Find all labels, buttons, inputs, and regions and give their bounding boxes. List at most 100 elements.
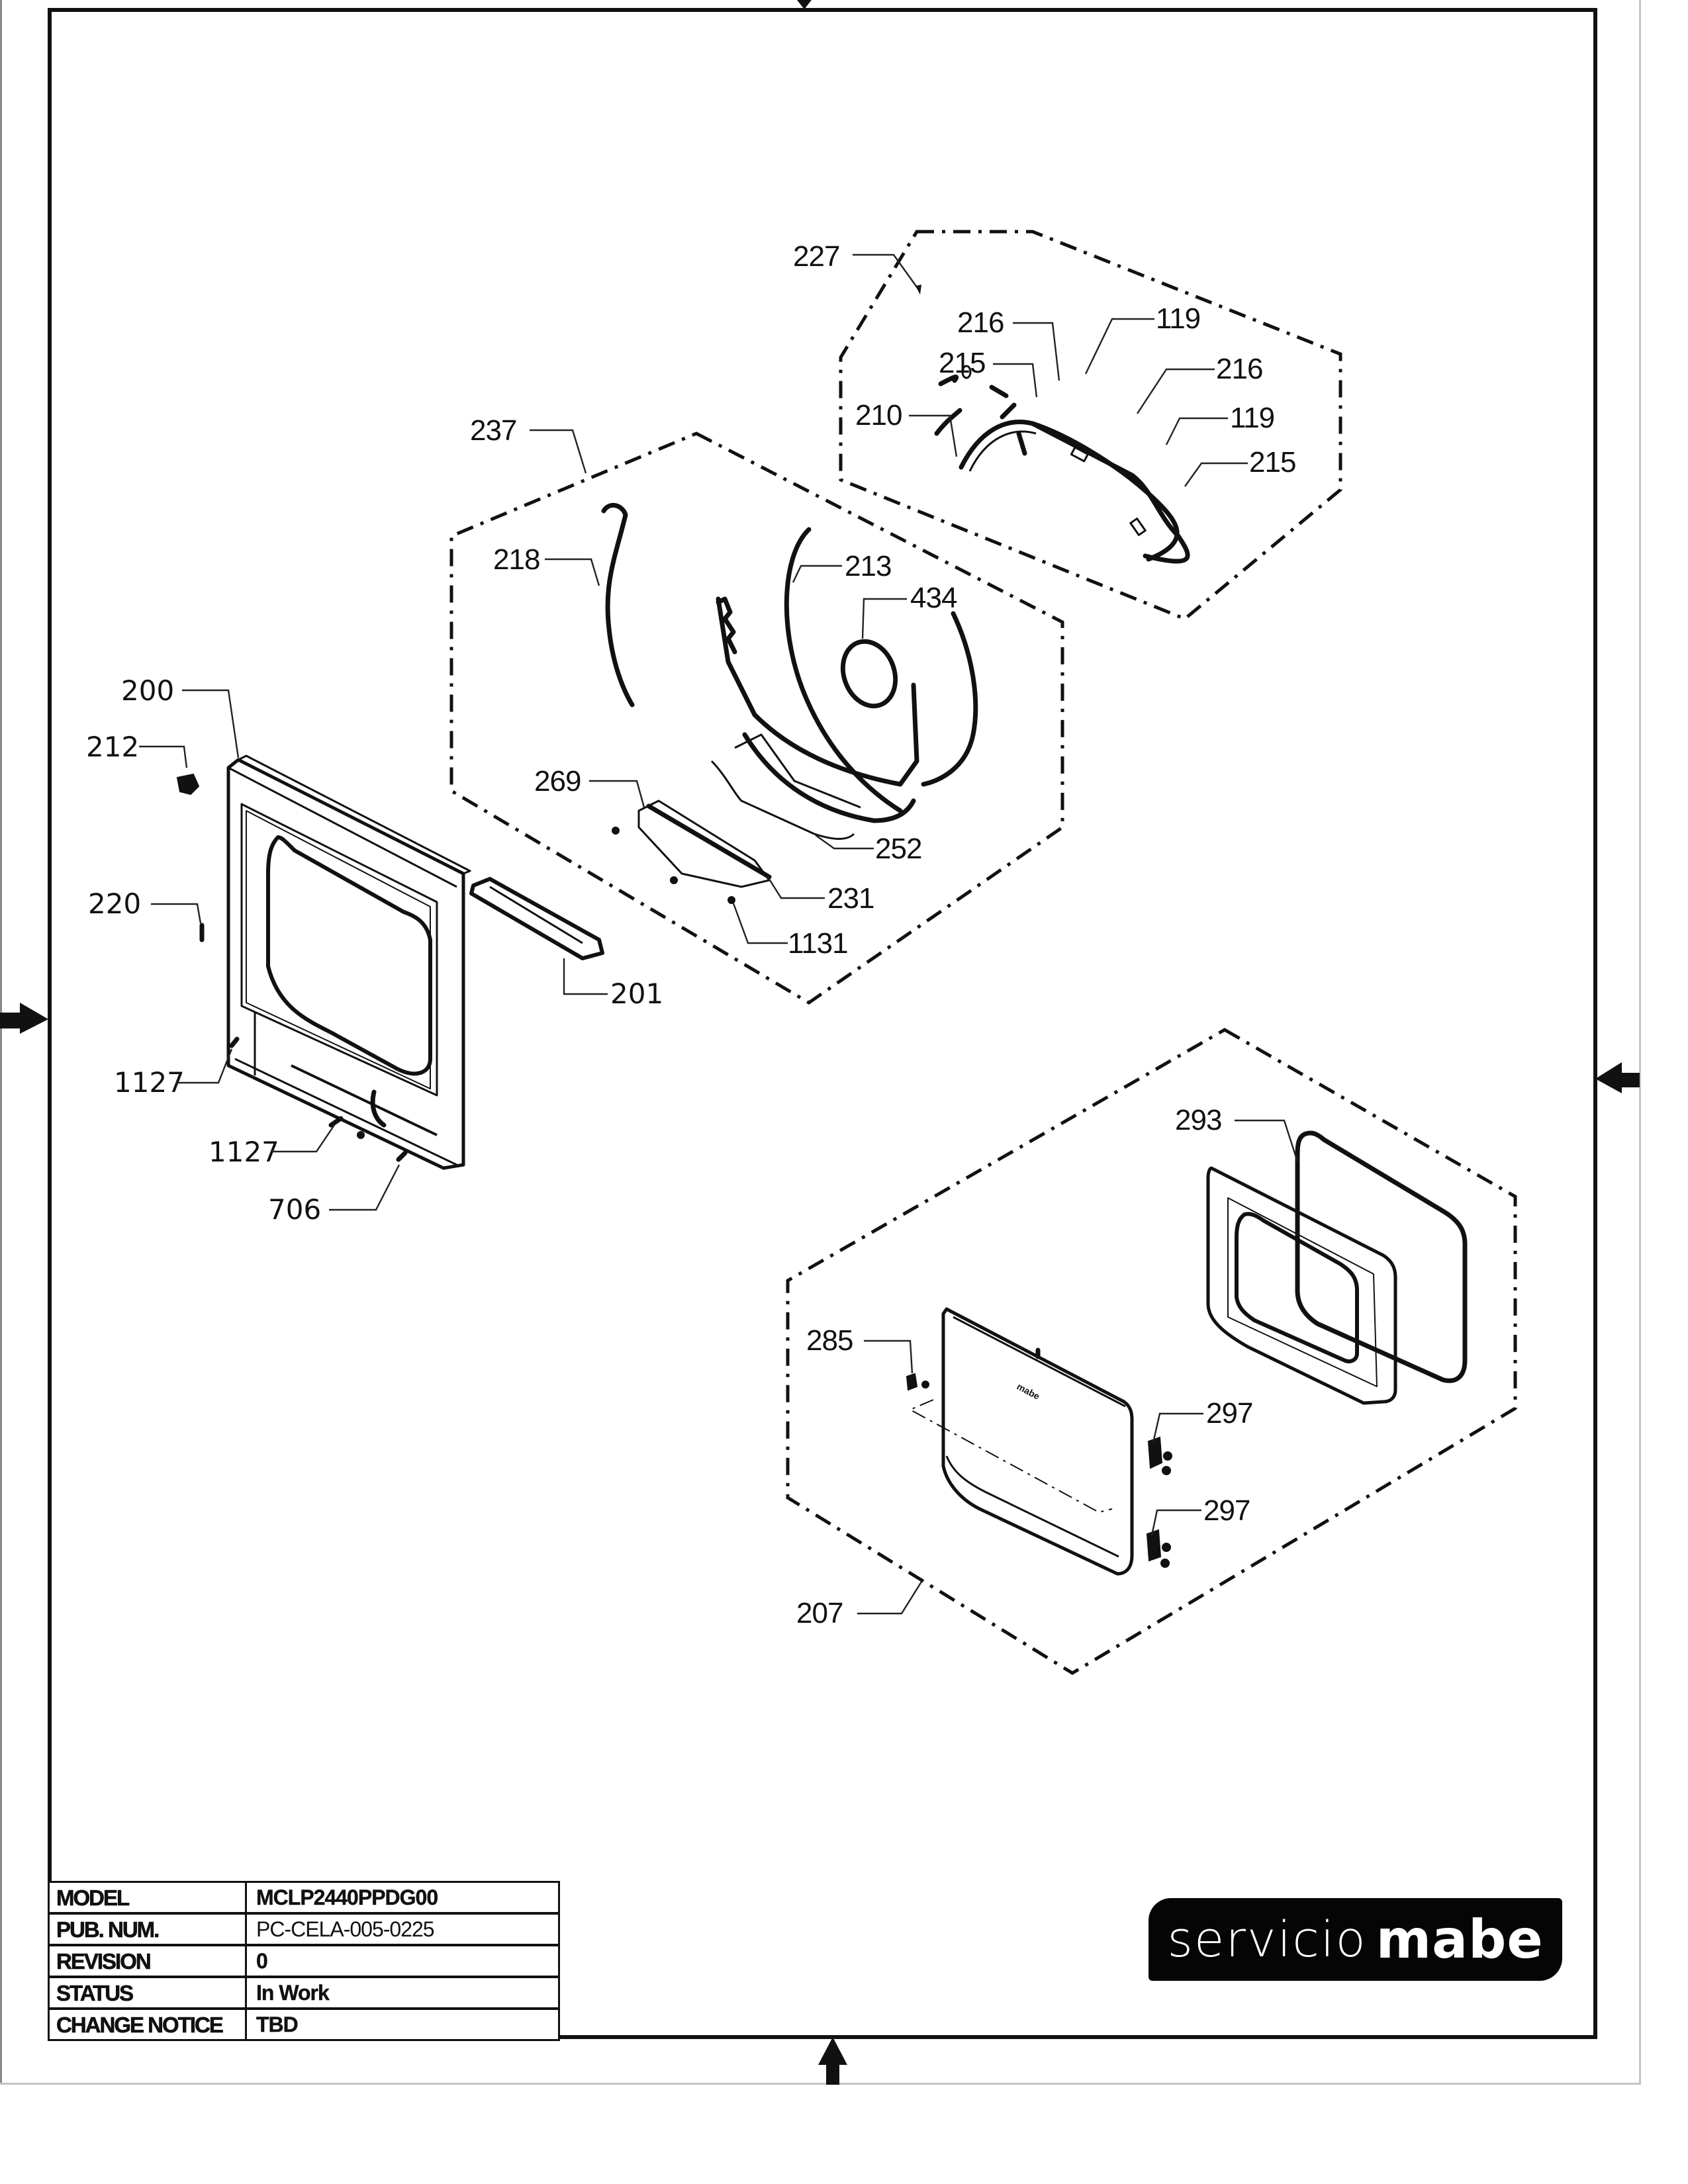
callout-231: 231 xyxy=(767,876,874,915)
part-200-front-panel xyxy=(226,754,471,1170)
svg-text:201: 201 xyxy=(610,978,663,1010)
callout-1127-b: 1127 xyxy=(209,1124,335,1168)
change-notice-value: TBD xyxy=(256,2013,299,2036)
svg-text:237: 237 xyxy=(470,414,516,447)
change-notice-label: CHANGE NOTICE xyxy=(50,2010,247,2039)
svg-text:231: 231 xyxy=(827,882,874,915)
callout-1131: 1131 xyxy=(732,903,849,960)
part-door-inner-frame xyxy=(1206,1166,1397,1405)
part-screw xyxy=(612,827,620,835)
group-227-outline xyxy=(839,230,1342,621)
part-201-grille xyxy=(469,877,604,960)
revision-label: REVISION xyxy=(50,1946,247,1976)
title-block-row-pub-num: PUB. NUM. PC-CELA-005-0225 xyxy=(50,1915,558,1946)
svg-text:285: 285 xyxy=(806,1324,853,1357)
callout-269: 269 xyxy=(534,765,645,808)
hidden-line xyxy=(908,1399,1113,1514)
svg-text:215: 215 xyxy=(1249,446,1295,478)
page-edge-left xyxy=(0,0,2,2085)
revision-value: 0 xyxy=(256,1949,268,1973)
logo-text-mabe: mabe xyxy=(1376,1909,1544,1970)
arrow-down-icon xyxy=(797,0,812,9)
callout-218: 218 xyxy=(493,543,600,586)
pub-num-label: PUB. NUM. xyxy=(50,1915,247,1944)
title-block-row-status: STATUS In Work xyxy=(50,1978,558,2010)
status-value: In Work xyxy=(256,1981,330,2005)
part-252-housing xyxy=(710,596,919,840)
title-block: MODEL MCLP2440PPDG00 PUB. NUM. PC-CELA-0… xyxy=(48,1881,560,2041)
part-210-bracket xyxy=(959,420,1190,564)
svg-text:227: 227 xyxy=(793,240,839,273)
part-216-clip-b xyxy=(989,385,1009,398)
callout-297: 297 xyxy=(1152,1397,1253,1443)
drawing-frame xyxy=(48,8,1597,2039)
callout-207: 207 xyxy=(796,1581,923,1629)
part-297-hinge-b xyxy=(1146,1529,1171,1568)
svg-text:1131: 1131 xyxy=(788,927,848,960)
part-215-clip-a xyxy=(934,408,962,436)
part-212-knob xyxy=(176,773,200,796)
svg-text:293: 293 xyxy=(1175,1104,1221,1136)
callout-215: 215 xyxy=(939,347,1038,398)
svg-text:207: 207 xyxy=(796,1597,843,1629)
logo-text-servicio: servicio xyxy=(1167,1911,1367,1968)
part-1131-screw xyxy=(727,896,735,904)
callout-201: 201 xyxy=(563,958,663,1010)
svg-text:216: 216 xyxy=(957,306,1004,339)
svg-text:269: 269 xyxy=(534,765,581,797)
part-door-outer-panel: mabe xyxy=(941,1307,1134,1576)
callout-215-b: 215 xyxy=(1184,446,1296,487)
svg-text:210: 210 xyxy=(855,399,902,432)
part-434-ring xyxy=(840,639,898,709)
title-block-row-change-notice: CHANGE NOTICE TBD xyxy=(50,2010,558,2039)
door-brand-mark: mabe xyxy=(1015,1381,1042,1402)
arrow-right-icon xyxy=(0,1003,48,1034)
callout-706: 706 xyxy=(268,1164,400,1226)
callout-210: 210 xyxy=(855,399,958,457)
svg-text:200: 200 xyxy=(121,674,174,707)
callout-297-b: 297 xyxy=(1150,1494,1250,1536)
svg-text:119: 119 xyxy=(1230,402,1274,434)
part-hose-right xyxy=(921,611,978,787)
callout-227: 227 xyxy=(793,240,921,295)
servicio-mabe-logo: servicio mabe xyxy=(1149,1898,1562,1981)
callout-200: 200 xyxy=(121,674,240,758)
title-block-row-model: MODEL MCLP2440PPDG00 xyxy=(50,1883,558,1915)
model-value: MCLP2440PPDG00 xyxy=(256,1886,439,1909)
callout-119: 119 xyxy=(1084,302,1201,375)
svg-text:1127: 1127 xyxy=(114,1066,185,1099)
callout-293: 293 xyxy=(1175,1104,1299,1162)
svg-text:220: 220 xyxy=(88,887,141,920)
svg-text:1127: 1127 xyxy=(209,1136,279,1168)
part-119-spring-b xyxy=(1000,402,1017,420)
pub-num-value: PC-CELA-005-0225 xyxy=(256,1917,435,1941)
svg-text:213: 213 xyxy=(845,550,891,582)
svg-text:297: 297 xyxy=(1206,1397,1252,1430)
callout-216: 216 xyxy=(957,306,1060,381)
svg-text:297: 297 xyxy=(1203,1494,1250,1527)
arrow-left-icon xyxy=(1595,1062,1640,1093)
part-297-hinge-a xyxy=(1147,1436,1172,1475)
callout-216-b: 216 xyxy=(1136,353,1263,414)
callout-237: 237 xyxy=(470,414,587,474)
callout-119-b: 119 xyxy=(1165,402,1275,445)
part-1127-screw-b xyxy=(328,1116,344,1128)
title-block-row-revision: REVISION 0 xyxy=(50,1946,558,1978)
model-label: MODEL xyxy=(50,1883,247,1912)
svg-text:218: 218 xyxy=(493,543,539,576)
page-edge-right xyxy=(1639,0,1641,2085)
callout-213: 213 xyxy=(792,550,892,583)
callout-212: 212 xyxy=(86,731,188,768)
part-706-screw xyxy=(396,1150,408,1162)
svg-text:212: 212 xyxy=(86,731,139,763)
svg-text:119: 119 xyxy=(1156,302,1200,335)
svg-text:434: 434 xyxy=(910,582,957,614)
part-218-hose xyxy=(601,503,635,707)
part-1127-screw xyxy=(229,1036,240,1048)
status-label: STATUS xyxy=(50,1978,247,2007)
part-213-gasket xyxy=(784,527,903,813)
arrow-up-icon xyxy=(818,2037,847,2085)
part-216-clip-a xyxy=(938,375,959,387)
svg-text:215: 215 xyxy=(939,347,985,379)
